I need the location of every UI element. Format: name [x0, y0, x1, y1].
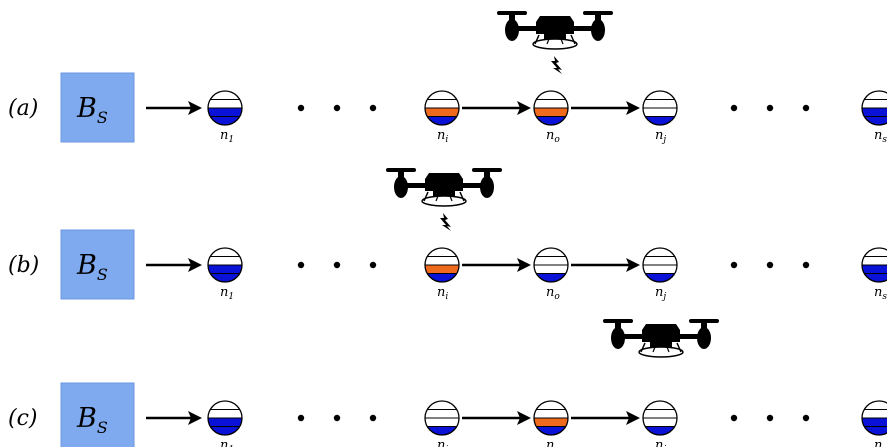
packet-blue: [534, 273, 568, 282]
packet-blue: [643, 116, 677, 125]
node-s: ns: [861, 400, 887, 447]
packet-blue: [208, 265, 242, 274]
arrow-no-to-nj: [571, 411, 640, 425]
node-label: no: [546, 128, 560, 145]
row-0: (a) BS n1 ni no nj ns: [8, 10, 887, 145]
row-label: (c): [8, 406, 38, 431]
node-1: n1: [207, 247, 243, 302]
packet-blue: [534, 426, 568, 435]
ellipsis-left: [297, 104, 377, 112]
rows-layer: (a) BS n1 ni no nj ns (b) BS n1 ni no nj ns (c) BS n1 ni n…: [8, 10, 887, 447]
node-label: nj: [655, 438, 666, 447]
ellipsis-right: [730, 414, 810, 422]
packet-blue: [862, 116, 887, 125]
ellipsis-left: [297, 414, 377, 422]
packet-blue: [862, 418, 887, 427]
ellipsis-right: [730, 261, 810, 269]
packet-blue: [425, 116, 459, 125]
node-o: no: [533, 90, 569, 145]
row-label: (b): [8, 253, 39, 278]
packet-blue: [862, 108, 887, 117]
node-j: nj: [642, 90, 678, 145]
quadcopter-drone-icon: [602, 318, 720, 358]
packet-orange: [534, 108, 568, 117]
packet-blue: [208, 273, 242, 282]
node-j: nj: [642, 247, 678, 302]
base-station: BS: [60, 229, 135, 300]
row-2: (c) BS n1 ni no nj ns: [8, 318, 887, 447]
node-s: ns: [861, 247, 887, 302]
node-o: no: [533, 400, 569, 447]
packet-blue: [862, 426, 887, 435]
packet-blue: [643, 273, 677, 282]
ellipsis-left: [297, 261, 377, 269]
node-label: ni: [437, 438, 448, 447]
packet-blue: [534, 116, 568, 125]
node-1: n1: [207, 90, 243, 145]
row-1: (b) BS n1 ni no nj ns: [8, 167, 887, 302]
node-i: ni: [424, 247, 460, 302]
node-label: n1: [220, 438, 234, 447]
lightning-signal-icon: [551, 56, 562, 74]
arrow-bs-to-n1: [146, 258, 202, 272]
arrow-no-to-nj: [571, 101, 640, 115]
packet-orange: [425, 265, 459, 274]
base-station: BS: [60, 72, 135, 143]
node-i: ni: [424, 400, 460, 447]
packet-blue: [208, 116, 242, 125]
quadcopter-drone-icon: [385, 167, 503, 207]
row-label: (a): [8, 96, 38, 121]
base-station-label: BS: [76, 250, 108, 284]
ellipsis-right: [730, 104, 810, 112]
node-label: no: [546, 438, 560, 447]
packet-orange: [534, 418, 568, 427]
node-label: n1: [220, 128, 234, 145]
base-station-label: BS: [76, 93, 108, 127]
node-label: ns: [874, 285, 887, 302]
node-s: ns: [861, 90, 887, 145]
arrow-no-to-nj: [571, 258, 640, 272]
arrow-ni-to-no: [462, 101, 531, 115]
arrow-bs-to-n1: [146, 101, 202, 115]
packet-blue: [208, 418, 242, 427]
base-station-label: BS: [76, 403, 108, 437]
packet-blue: [643, 426, 677, 435]
node-i: ni: [424, 90, 460, 145]
node-label: n1: [220, 285, 234, 302]
quadcopter-drone-icon: [496, 10, 614, 50]
packet-orange: [425, 108, 459, 117]
packet-blue: [425, 426, 459, 435]
arrow-bs-to-n1: [146, 411, 202, 425]
packet-blue: [208, 426, 242, 435]
packet-blue: [862, 273, 887, 282]
packet-blue: [425, 273, 459, 282]
node-label: nj: [655, 128, 666, 145]
node-j: nj: [642, 400, 678, 447]
node-label: ni: [437, 285, 448, 302]
node-label: nj: [655, 285, 666, 302]
node-label: no: [546, 285, 560, 302]
base-station: BS: [60, 382, 135, 447]
node-1: n1: [207, 400, 243, 447]
lightning-signal-icon: [440, 213, 451, 231]
packet-blue: [208, 108, 242, 117]
arrow-ni-to-no: [462, 258, 531, 272]
arrow-ni-to-no: [462, 411, 531, 425]
node-label: ni: [437, 128, 448, 145]
node-label: ns: [874, 128, 887, 145]
node-label: ns: [874, 438, 887, 447]
packet-blue: [862, 265, 887, 274]
node-o: no: [533, 247, 569, 302]
